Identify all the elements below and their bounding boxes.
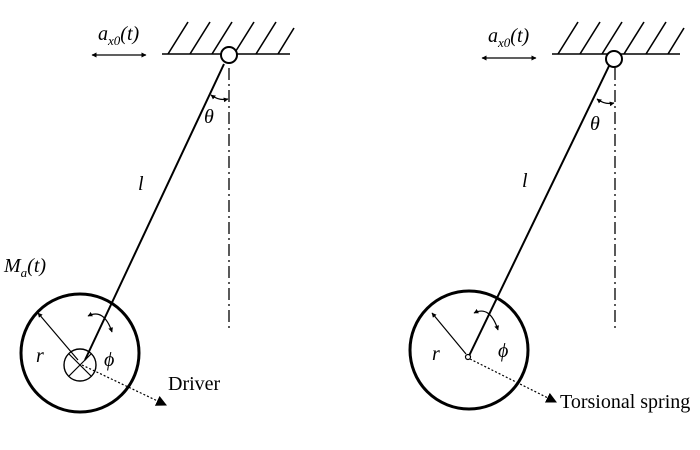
left-theta-arc bbox=[210, 94, 229, 103]
left-theta-label: θ bbox=[204, 106, 214, 128]
left-disk bbox=[19, 292, 141, 414]
left-radius-label: r bbox=[36, 345, 44, 367]
right-ceiling-support bbox=[552, 21, 685, 55]
left-radius-arrow bbox=[37, 312, 79, 361]
left-pendulum-rod bbox=[84, 63, 225, 361]
right-theta-arc bbox=[596, 98, 615, 107]
left-phi-arc bbox=[87, 311, 113, 333]
left-driver-callout-arrow bbox=[81, 364, 167, 406]
right-torsional-spring-label: Torsional spring bbox=[560, 391, 690, 413]
right-radius-arrow bbox=[431, 312, 467, 355]
left-length-label: l bbox=[138, 173, 144, 195]
right-length-label: l bbox=[522, 170, 528, 192]
right-radius-label: r bbox=[432, 343, 440, 365]
left-pivot bbox=[220, 46, 238, 64]
right-phi-arc bbox=[473, 308, 499, 331]
left-phi-label: ϕ bbox=[104, 349, 114, 371]
right-spring-mount bbox=[464, 353, 472, 361]
left-driver-hub bbox=[63, 348, 97, 382]
left-driver-label: Driver bbox=[168, 373, 221, 395]
right-phi-label: ϕ bbox=[498, 340, 508, 362]
left-panel: ax0(t) θ l Ma(t) r ϕ Driver bbox=[3, 21, 295, 414]
right-pivot bbox=[605, 50, 623, 68]
right-disk bbox=[408, 289, 530, 411]
right-theta-label: θ bbox=[590, 113, 600, 135]
left-hub-cross-b bbox=[68, 353, 92, 377]
left-moment-label: Ma(t) bbox=[3, 255, 46, 280]
left-acceleration-label: ax0(t) bbox=[98, 23, 139, 48]
right-acceleration-label: ax0(t) bbox=[488, 25, 529, 50]
right-panel: ax0(t) θ l r ϕ Torsional spring bbox=[408, 21, 690, 413]
right-spring-callout-arrow bbox=[469, 358, 557, 403]
